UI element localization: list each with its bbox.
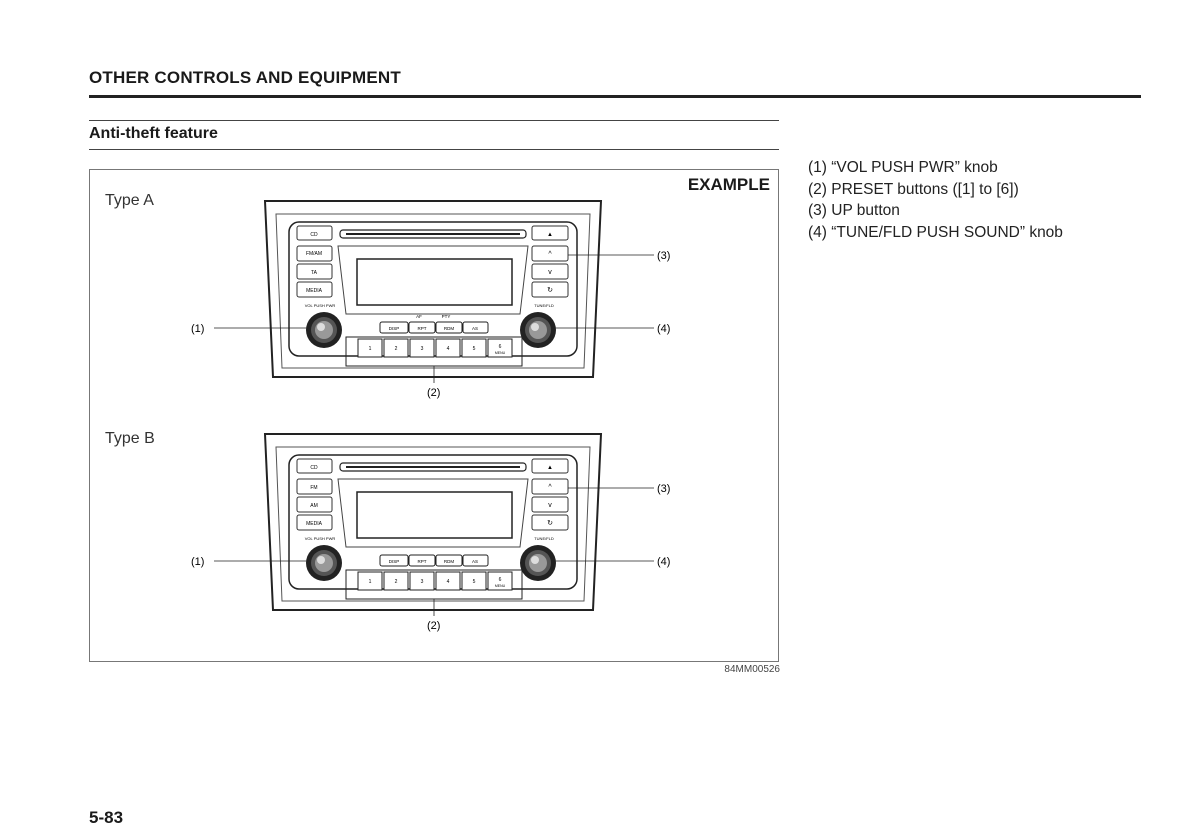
- type-b-center-btn-2: RDM: [444, 559, 454, 564]
- type-a-right-btn-1: ^: [548, 251, 552, 258]
- type-a-knob-left-label: VOL PUSH PWR: [305, 303, 336, 308]
- type-a-right-btn-3: ↻: [547, 287, 553, 294]
- legend-item-1: (1) “VOL PUSH PWR” knob: [808, 159, 998, 176]
- type-b-left-btn-0: CD: [310, 465, 318, 471]
- type-a-center-btn-2: RDM: [444, 326, 454, 331]
- subsection-rule-bottom: [89, 149, 779, 150]
- type-a-knob-right-label: TUNE/FLD: [534, 303, 554, 308]
- type-a-preset-4: 4: [447, 346, 450, 352]
- type-b-callout-3: (3): [657, 483, 670, 495]
- page-number: 5-83: [89, 808, 124, 827]
- legend-item-2: (2) PRESET buttons ([1] to [6]): [808, 180, 1019, 198]
- subsection-rule-top: [89, 120, 779, 121]
- type-b-center-btn-3: AS: [472, 559, 478, 564]
- type-a-preset-2: 2: [395, 346, 398, 352]
- type-a-preset-6-sub: MENU: [495, 351, 506, 355]
- type-b-right-btn-1: ^: [548, 484, 552, 491]
- type-b-right-btn-3: ↻: [547, 520, 553, 527]
- type-a-right-btn-2: v: [548, 269, 552, 276]
- type-a-preset-6: 6: [499, 344, 502, 350]
- type-a-left-btn-3: MEDIA: [306, 288, 323, 294]
- type-a-right-btn-0: ▲: [547, 232, 553, 238]
- section-title: OTHER CONTROLS AND EQUIPMENT: [89, 68, 401, 87]
- type-b-preset-6: 6: [499, 577, 502, 583]
- type-a-center-btn-3: AS: [472, 326, 478, 331]
- subsection-title: Anti-theft feature: [89, 125, 218, 142]
- type-a-preset-3: 3: [421, 346, 424, 352]
- figure-frame: EXAMPLE Type A Type B: [89, 169, 779, 662]
- example-label: EXAMPLE: [687, 175, 770, 194]
- type-b-preset-1: 1: [369, 579, 372, 585]
- type-a-callout-4: (4): [657, 323, 670, 335]
- type-b-left-btn-2: AM: [310, 503, 318, 509]
- type-b-left-btn-3: MEDIA: [306, 521, 323, 527]
- radio-type-b: CD FM AM MEDIA VOL PUSH PWR ▲ ^ v ↻ TUNE…: [191, 433, 670, 632]
- type-b-callout-2: (2): [427, 620, 440, 632]
- legend: (1) “VOL PUSH PWR” knob (2) PRESET butto…: [808, 157, 1063, 243]
- legend-item-4: (4) “TUNE/FLD PUSH SOUND” knob: [808, 223, 1063, 241]
- type-b-preset-6-sub: MENU: [495, 584, 506, 588]
- type-a-callout-1: (1): [191, 323, 204, 335]
- type-b-callout-4: (4): [657, 556, 670, 568]
- section-rule: [89, 95, 1141, 98]
- type-b-center-btn-0: DISP: [389, 559, 400, 564]
- type-a-callout-2: (2): [427, 387, 440, 399]
- type-b-callout-1: (1): [191, 556, 204, 568]
- type-b-center-btn-1: RPT: [418, 559, 427, 564]
- type-a-preset-5: 5: [473, 346, 476, 352]
- type-b-left-btn-1: FM: [310, 485, 317, 491]
- legend-item-3: (3) UP button: [808, 202, 900, 219]
- radio-type-a: CD FM/AM TA MEDIA VOL PUSH PWR ▲ ^ v ↻ T…: [191, 200, 670, 399]
- type-a-center-btn-1: RPT: [418, 326, 427, 331]
- type-a-callout-3: (3): [657, 250, 670, 262]
- type-a-left-btn-2: TA: [311, 270, 318, 276]
- type-b-preset-4: 4: [447, 579, 450, 585]
- type-a-af-label: AF: [416, 314, 422, 319]
- type-a-label: Type A: [105, 192, 154, 209]
- figure-code: 84MM00526: [724, 664, 780, 675]
- type-b-preset-3: 3: [421, 579, 424, 585]
- type-a-center-btn-0: DISP: [389, 326, 400, 331]
- type-b-label: Type B: [105, 430, 155, 447]
- type-b-preset-2: 2: [395, 579, 398, 585]
- type-b-preset-row: 1 2 3 4 5 6 MENU: [357, 571, 513, 591]
- type-a-left-btn-1: FM/AM: [306, 251, 322, 257]
- type-b-knob-right-label: TUNE/FLD: [534, 536, 554, 541]
- type-a-left-btn-0: CD: [310, 232, 318, 238]
- type-b-knob-left-label: VOL PUSH PWR: [305, 536, 336, 541]
- type-a-preset-row: 1 2 3 4 5 6 MENU: [357, 338, 513, 358]
- type-a-pty-label: PTY: [442, 314, 451, 319]
- type-a-preset-1: 1: [369, 346, 372, 352]
- type-b-right-btn-2: v: [548, 502, 552, 509]
- type-b-right-btn-0: ▲: [547, 465, 553, 471]
- type-b-preset-5: 5: [473, 579, 476, 585]
